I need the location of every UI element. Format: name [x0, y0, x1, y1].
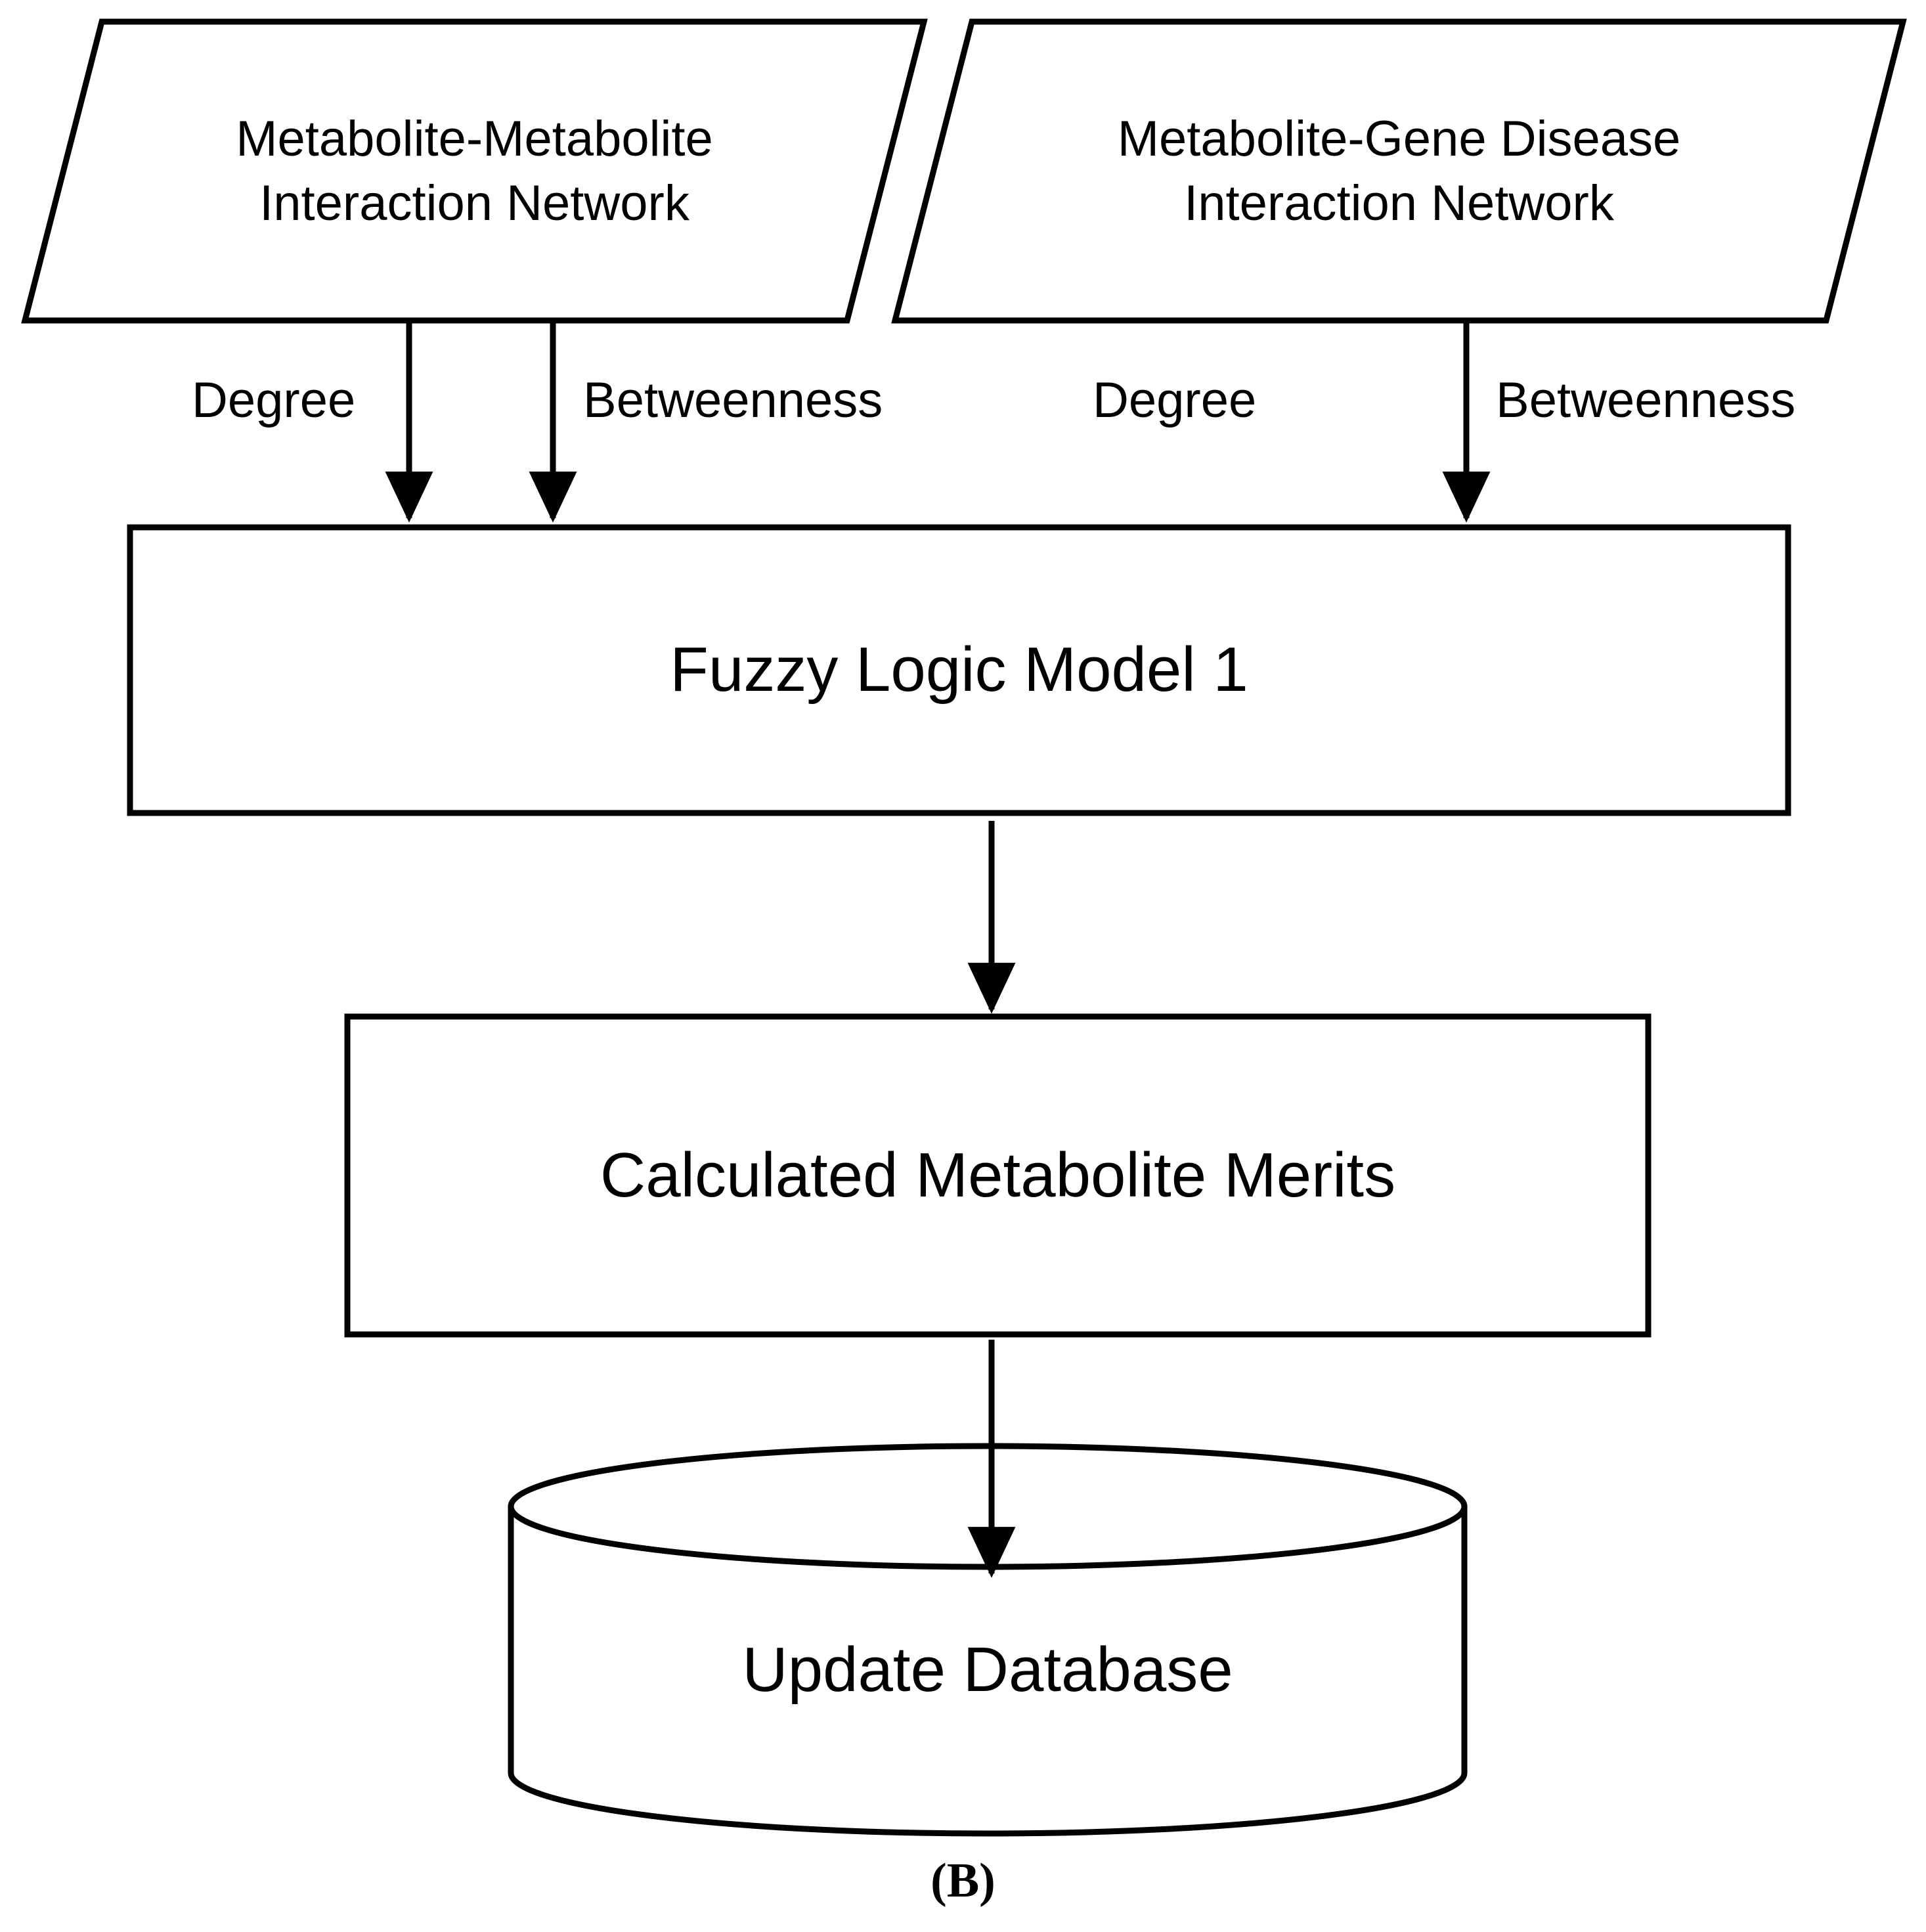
- node-process-fuzzy-logic-model: [127, 524, 1791, 816]
- edge-label-mm-degree: Degree: [192, 372, 356, 428]
- edge-label-mm-betweenness: Betweenness: [583, 372, 883, 428]
- node-source-metabolite-gene-disease: [891, 18, 1907, 324]
- figure-caption: (B): [930, 1854, 996, 1908]
- node-datastore-update-database: [508, 1443, 1468, 1837]
- edge-label-mgd-betweenness: Betweenness: [1496, 372, 1796, 428]
- node-output-calculated-merits: [344, 1013, 1652, 1338]
- edge-label-mgd-degree: Degree: [1093, 372, 1257, 428]
- node-source-metabolite-metabolite: [21, 18, 928, 324]
